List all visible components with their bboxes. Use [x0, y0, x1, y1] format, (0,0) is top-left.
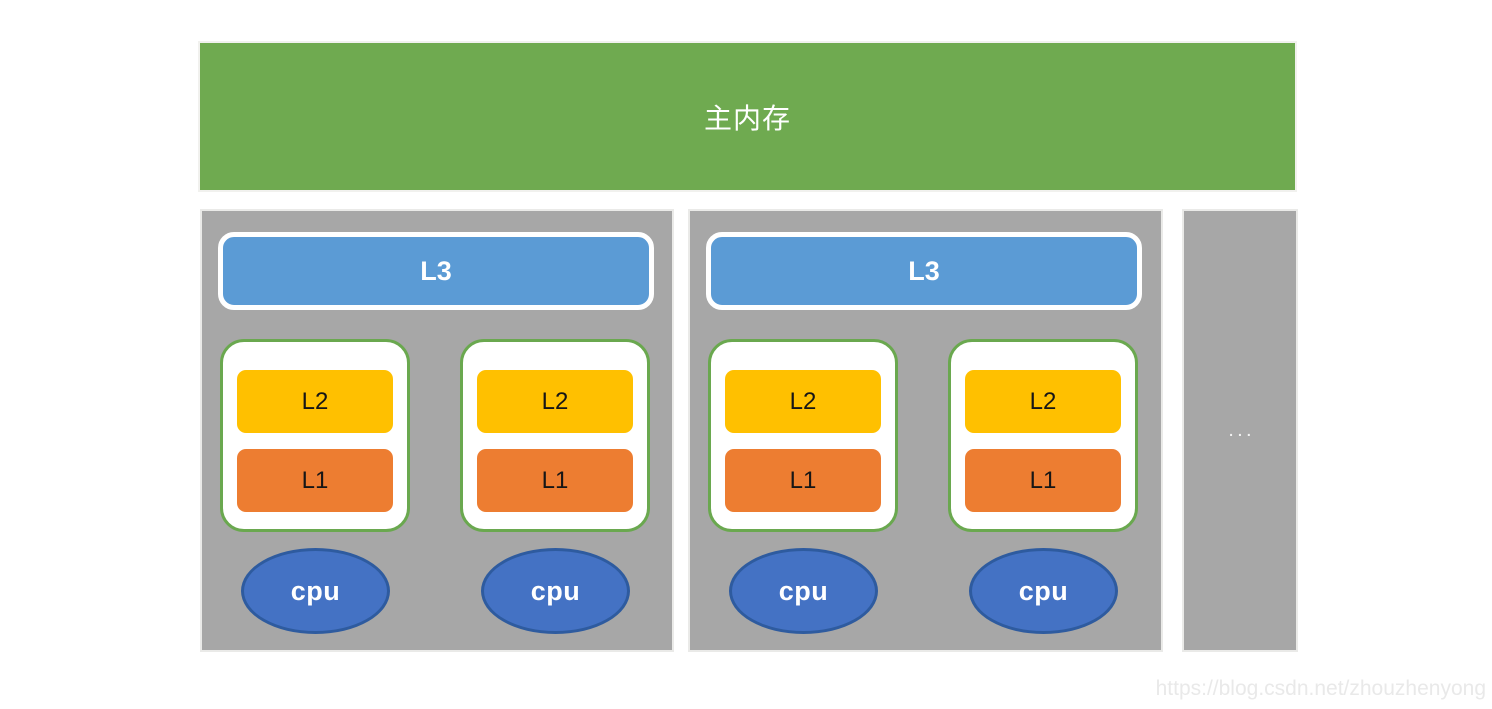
- l2-cache-block: L2: [725, 370, 881, 433]
- watermark-url: https://blog.csdn.net/zhouzhenyong: [1155, 677, 1486, 700]
- l2-cache-block: L2: [477, 370, 633, 433]
- l1-cache-block: L1: [725, 449, 881, 512]
- l2-cache-label: L2: [541, 387, 569, 415]
- cpu-label: cpu: [1018, 575, 1069, 606]
- l3-cache-label: L3: [420, 255, 452, 286]
- cpu-label: cpu: [290, 575, 341, 606]
- cpu-label: cpu: [778, 575, 829, 606]
- cpu-socket-2: L3 L2 L1 L2 L1 cpu cpu: [688, 209, 1163, 652]
- l2-cache-label: L2: [301, 387, 329, 415]
- cpu-core-3: L2 L1: [708, 339, 898, 532]
- l3-cache-block: L3: [218, 232, 654, 310]
- l1-cache-label: L1: [789, 466, 817, 494]
- cpu-ellipse: cpu: [729, 548, 878, 634]
- l1-cache-block: L1: [237, 449, 393, 512]
- cpu-ellipse: cpu: [969, 548, 1118, 634]
- cpu-label: cpu: [530, 575, 581, 606]
- cpu-ellipse: cpu: [481, 548, 630, 634]
- cpu-core-2: L2 L1: [460, 339, 650, 532]
- l1-cache-label: L1: [1029, 466, 1057, 494]
- cpu-ellipse: cpu: [241, 548, 390, 634]
- ellipsis-label: ...: [1229, 422, 1256, 439]
- l2-cache-block: L2: [965, 370, 1121, 433]
- l2-cache-label: L2: [1029, 387, 1057, 415]
- more-sockets-block: ...: [1182, 209, 1298, 652]
- cpu-core-4: L2 L1: [948, 339, 1138, 532]
- l1-cache-block: L1: [477, 449, 633, 512]
- cpu-core-1: L2 L1: [220, 339, 410, 532]
- l3-cache-block: L3: [706, 232, 1142, 310]
- l3-cache-label: L3: [908, 255, 940, 286]
- l1-cache-label: L1: [301, 466, 329, 494]
- l1-cache-block: L1: [965, 449, 1121, 512]
- l2-cache-block: L2: [237, 370, 393, 433]
- main-memory-block: 主内存: [198, 41, 1297, 192]
- cpu-socket-1: L3 L2 L1 L2 L1 cpu cpu: [200, 209, 674, 652]
- main-memory-label: 主内存: [703, 102, 791, 134]
- l1-cache-label: L1: [541, 466, 569, 494]
- l2-cache-label: L2: [789, 387, 817, 415]
